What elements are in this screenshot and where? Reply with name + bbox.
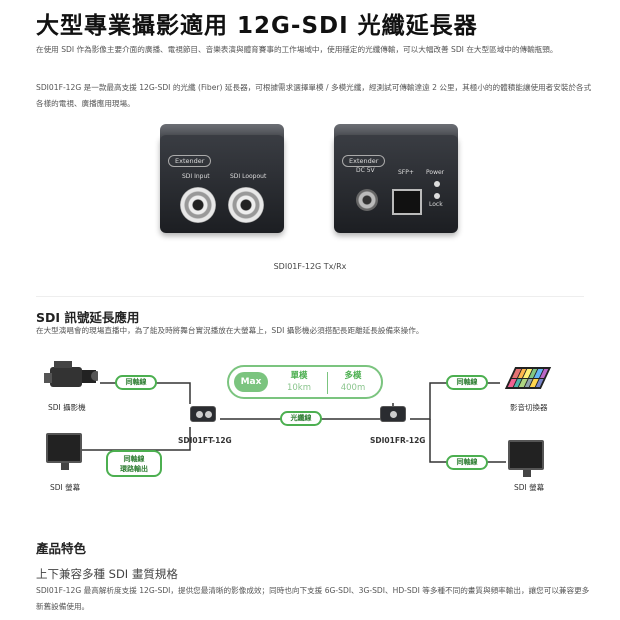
rx-badge: Extender xyxy=(342,155,386,167)
application-description: 在大型演唱會的現場直播中，為了能及時將舞台實況播放在大螢幕上，SDI 攝影機必須… xyxy=(36,326,424,335)
max-distance-panel: Max 單模 10km 多模 400m xyxy=(227,365,383,399)
fiber-cable-pill: 光纖線 xyxy=(280,411,322,426)
power-led-icon xyxy=(434,181,440,187)
max-label: Max xyxy=(234,372,268,392)
application-heading: SDI 訊號延長應用 xyxy=(36,310,140,325)
dc-jack-icon xyxy=(356,189,378,211)
page-title: 大型專業攝影適用 12G-SDI 光纖延長器 xyxy=(36,13,478,39)
multi-mode-title: 多模 xyxy=(344,371,362,381)
coax-cable-pill: 同軸線 xyxy=(115,375,157,390)
intro-paragraph: 在使用 SDI 作為影像主要介面的廣播、電視節目、音樂表演與體育賽事的工作場域中… xyxy=(36,45,558,54)
coax-loop-line2: 環路輸出 xyxy=(120,465,148,473)
rx-mini-device-icon xyxy=(380,406,406,422)
monitor-icon-right xyxy=(508,440,544,477)
tx-port-label-input: SDI Input xyxy=(182,173,210,180)
rx-dc-label: DC 5V xyxy=(356,167,375,174)
product-paragraph: SDI01F-12G 是一款最高支援 12G-SDI 的光纖 (Fiber) 延… xyxy=(36,83,592,108)
single-mode-value: 10km xyxy=(286,383,312,393)
multi-mode-value: 400m xyxy=(340,383,366,393)
monitor-right-label: SDI 螢幕 xyxy=(514,483,545,492)
tx-mini-device-icon xyxy=(190,406,216,422)
rx-sfp-label: SFP+ xyxy=(398,169,414,176)
tx-badge: Extender xyxy=(168,155,212,167)
camera-icon xyxy=(44,361,98,387)
max-divider xyxy=(327,372,328,394)
rx-lock-label: Lock xyxy=(429,201,443,208)
multi-mode-column: 多模 400m xyxy=(329,370,377,394)
rx-power-label: Power xyxy=(426,169,445,176)
monitor-icon-left xyxy=(46,433,82,470)
divider xyxy=(36,296,584,297)
tx-device: Extender SDI Input SDI Loopout xyxy=(160,135,284,233)
coax-cable-pill-right-top: 同軸線 xyxy=(446,375,488,390)
single-mode-title: 單模 xyxy=(290,371,308,381)
rx-device: Extender DC 5V SFP+ Power Lock xyxy=(334,135,458,233)
switcher-label: 影音切換器 xyxy=(510,403,548,412)
features-subheading: 上下兼容多種 SDI 畫質規格 xyxy=(36,567,178,581)
single-mode-column: 單模 10km xyxy=(275,370,323,394)
features-description: SDI01F-12G 最高解析度支援 12G-SDI，提供您最清晰的影像成效；同… xyxy=(36,586,590,611)
coax-cable-pill-right-bottom: 同軸線 xyxy=(446,455,488,470)
camera-label: SDI 攝影機 xyxy=(48,403,86,412)
coax-loop-line1: 同軸線 xyxy=(123,455,145,463)
bnc-connector-icon xyxy=(228,187,264,223)
bnc-connector-icon xyxy=(180,187,216,223)
tx-label: SDI01FT-12G xyxy=(178,436,232,445)
lock-led-icon xyxy=(434,193,440,199)
sfp-port-icon xyxy=(392,189,422,215)
product-caption: SDI01F-12G Tx/Rx xyxy=(273,262,347,271)
rx-label: SDI01FR-12G xyxy=(370,436,426,445)
tx-port-label-loop: SDI Loopout xyxy=(230,173,267,180)
coax-loop-pill: 同軸線 環路輸出 xyxy=(106,450,162,477)
monitor-left-label: SDI 螢幕 xyxy=(50,483,81,492)
features-heading: 產品特色 xyxy=(36,541,87,556)
